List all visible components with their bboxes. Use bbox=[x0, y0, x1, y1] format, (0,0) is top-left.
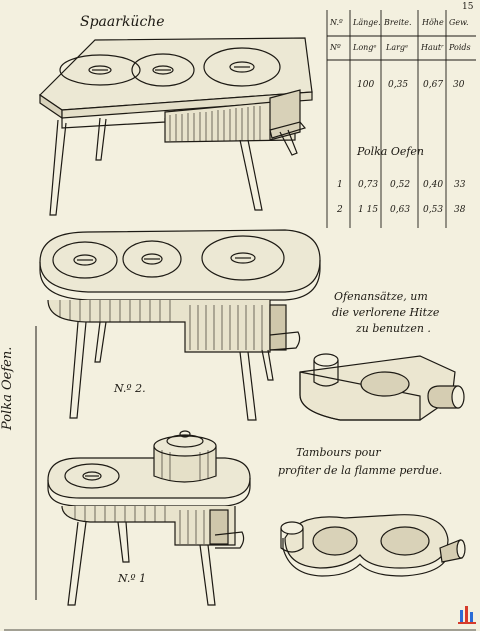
th-laenge: Länge. bbox=[353, 18, 381, 27]
spaarkueche-stove bbox=[39, 37, 313, 216]
th-poids: Poids bbox=[449, 43, 471, 52]
polka-row1-breite: 0,52 bbox=[390, 180, 411, 190]
ofenansaetze-caption-line2: die verlorene Hitze bbox=[332, 306, 440, 319]
th-longueur: Longᵉ bbox=[353, 43, 377, 52]
tambours-caption-line2: profiter de la flamme perdue. bbox=[278, 464, 443, 477]
polka-row2-no: 2 bbox=[337, 205, 343, 215]
stove-no2-label: N.º 2. bbox=[114, 382, 146, 395]
polka-row1-no: 1 bbox=[337, 180, 343, 190]
page-number: 15 bbox=[462, 2, 474, 12]
polka-row1-gew: 33 bbox=[454, 180, 466, 190]
spaar-hoehe: 0,67 bbox=[423, 80, 444, 90]
polka-row2-gew: 38 bbox=[454, 205, 466, 215]
th-largeur: Largᵉ bbox=[386, 43, 409, 52]
specs-table-grid bbox=[326, 10, 476, 228]
polka-row1-hoehe: 0,40 bbox=[423, 180, 444, 190]
polka-row2-breite: 0,63 bbox=[390, 205, 411, 215]
tambours-caption-line1: Tambours pour bbox=[296, 446, 381, 459]
th-hauteur: Hautʳ bbox=[421, 43, 444, 52]
th-breite: Breite. bbox=[384, 18, 412, 27]
publisher-mark bbox=[458, 606, 476, 624]
polka-row2-hoehe: 0,53 bbox=[423, 205, 444, 215]
th-gew: Gew. bbox=[449, 18, 469, 27]
spaarkueche-title: Spaarküche bbox=[80, 14, 165, 30]
spaar-gew: 30 bbox=[453, 80, 465, 90]
stove-no1-label: N.º 1 bbox=[118, 572, 147, 585]
side-label-polka-oefen: Polka Oefen. bbox=[0, 346, 15, 430]
polka-table-title: Polka Oefen bbox=[357, 145, 425, 158]
polka-row2-laenge: 1 15 bbox=[358, 205, 379, 215]
spaar-breite: 0,35 bbox=[388, 80, 409, 90]
th-no-fr: Nº bbox=[330, 43, 341, 52]
th-no: N.º bbox=[330, 18, 343, 27]
tambour-attachment bbox=[280, 514, 466, 577]
ofenansaetze-caption-line3: zu benutzen . bbox=[356, 322, 431, 335]
th-hoehe: Höhe bbox=[422, 18, 444, 27]
polka-stove-no2 bbox=[39, 229, 321, 421]
polka-stove-no1 bbox=[47, 430, 251, 606]
spaar-laenge: 100 bbox=[357, 80, 375, 90]
ofenansatz-attachment bbox=[299, 353, 465, 421]
polka-row1-laenge: 0,73 bbox=[358, 180, 379, 190]
ofenansaetze-caption-line1: Ofenansätze, um bbox=[334, 290, 428, 303]
